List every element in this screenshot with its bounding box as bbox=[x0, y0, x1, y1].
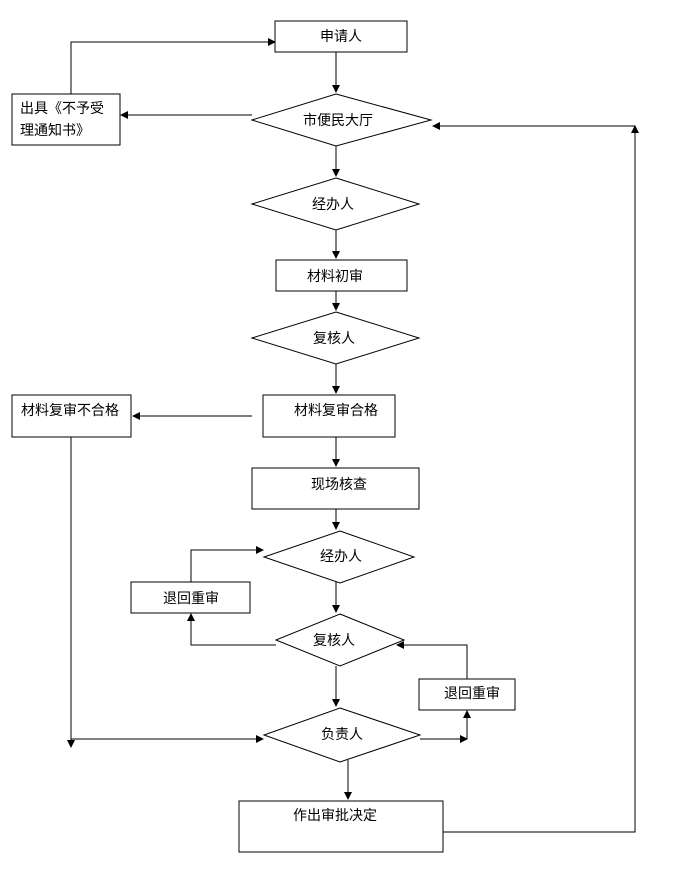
node-decision: 作出审批决定 bbox=[238, 800, 444, 853]
node-rejection-notice-label-line2: 理通知书》 bbox=[20, 122, 90, 139]
node-responsible: 负责人 bbox=[262, 707, 422, 763]
node-review-fail-label: 材料复审不合格 bbox=[21, 402, 119, 419]
node-applicant-label: 申请人 bbox=[320, 29, 362, 45]
node-review-pass: 材料复审合格 bbox=[262, 394, 396, 438]
node-handler-1-label: 经办人 bbox=[312, 197, 354, 213]
node-handler-2: 经办人 bbox=[262, 530, 416, 584]
edge-return-1-to-handler-2 bbox=[190, 546, 264, 582]
edge-return-2-to-reviewer-2 bbox=[396, 641, 468, 679]
node-review-fail: 材料复审不合格 bbox=[11, 394, 132, 438]
node-handler-1: 经办人 bbox=[250, 177, 421, 231]
node-handler-2-label: 经办人 bbox=[320, 549, 362, 565]
node-rejection-notice-label-line1: 出具《不予受 bbox=[20, 101, 104, 117]
node-onsite-check: 现场核查 bbox=[251, 467, 420, 510]
node-decision-label: 作出审批决定 bbox=[293, 808, 377, 824]
node-applicant: 申请人 bbox=[274, 20, 408, 53]
node-reviewer-1: 复核人 bbox=[250, 311, 421, 365]
edge-decision-to-city-hall bbox=[443, 125, 639, 833]
edges bbox=[67, 38, 639, 833]
node-initial-review-label: 材料初审 bbox=[307, 268, 363, 285]
node-rejection-notice: 出具《不予受 理通知书》 bbox=[11, 93, 121, 146]
node-return-2-label: 退回重审 bbox=[444, 686, 500, 702]
node-responsible-label: 负责人 bbox=[321, 727, 363, 743]
node-return-1: 退回重审 bbox=[130, 581, 251, 614]
node-reviewer-1-label: 复核人 bbox=[313, 330, 355, 347]
node-city-hall-label: 市便民大厅 bbox=[303, 112, 373, 129]
node-initial-review: 材料初审 bbox=[275, 259, 408, 292]
node-reviewer-2-label: 复核人 bbox=[313, 632, 355, 649]
node-city-hall: 市便民大厅 bbox=[250, 93, 433, 147]
node-return-2: 退回重审 bbox=[418, 678, 516, 711]
node-return-1-label: 退回重审 bbox=[163, 591, 219, 607]
node-onsite-check-label: 现场核查 bbox=[311, 477, 367, 493]
edge-rejection-notice-to-applicant bbox=[70, 38, 276, 94]
node-reviewer-2: 复核人 bbox=[274, 613, 406, 667]
node-review-pass-label: 材料复审合格 bbox=[294, 402, 378, 419]
edge-reviewer-2-to-return-1 bbox=[187, 613, 276, 646]
